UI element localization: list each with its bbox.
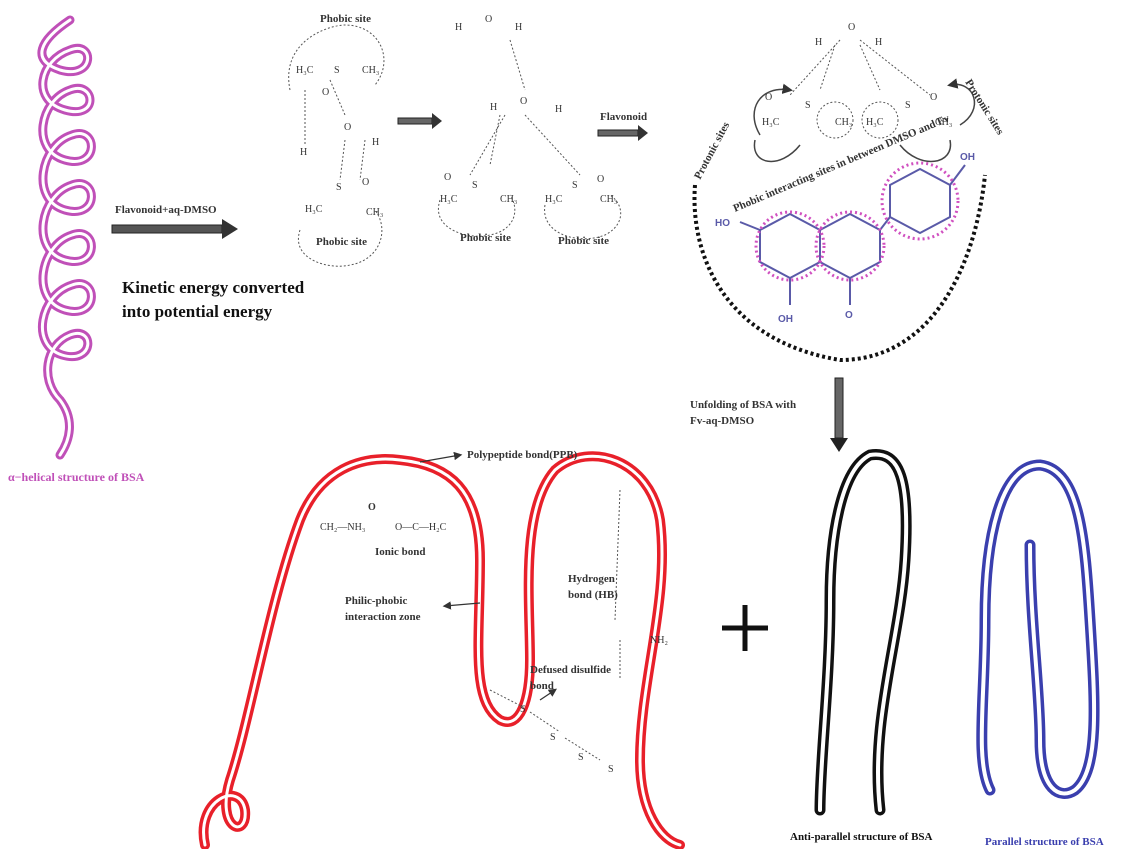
protonic-left: Protonic sites [692, 119, 733, 181]
protonic-right: Protonic sites [962, 77, 1006, 137]
s-5: S [805, 100, 811, 111]
h-3: H [455, 22, 462, 33]
hydrogen-bond-chain [614, 489, 621, 680]
h3c-5: H₃C [762, 117, 780, 128]
defused-line2: bond [530, 680, 554, 692]
dmso-cluster-1 [288, 24, 385, 267]
s-4: S [572, 180, 578, 191]
antiparallel-structure [814, 449, 912, 816]
h-7: H [815, 37, 822, 48]
complex-boundary [692, 174, 987, 363]
ch3-1: CH₃ [362, 65, 379, 76]
h-6: H [555, 104, 562, 115]
s-2: S [336, 182, 342, 193]
defused-arrow [539, 688, 557, 701]
philic-arrow [442, 601, 481, 610]
phobic-site-mid-left: Phobic site [460, 232, 511, 244]
h3c-1: H₃C [296, 65, 314, 76]
arrow-flavonoid [597, 125, 648, 141]
plus-sign [722, 605, 768, 651]
h3c-4: H₃C [545, 194, 563, 205]
antiparallel-caption: Anti-parallel structure of BSA [790, 831, 933, 843]
ppb-label: Polypeptide bond(PPB) [467, 449, 578, 461]
ch3-4: CH₃ [600, 194, 617, 205]
helix-caption: α−helical structure of BSA [8, 470, 145, 484]
arrow1-label: Flavonoid+aq-DMSO [115, 204, 217, 216]
ionic-o-top: O [368, 502, 376, 513]
h-5: H [490, 102, 497, 113]
ss-1: S [520, 704, 526, 715]
o-5: O [520, 96, 527, 107]
o-7: O [597, 174, 604, 185]
h3c-3: H₃C [440, 194, 458, 205]
o-8: O [848, 22, 855, 33]
o-6: O [444, 172, 451, 183]
parallel-structure [976, 459, 1100, 799]
philic-line2: interaction zone [345, 611, 421, 623]
ch3-6: CH₃ [935, 117, 952, 128]
alpha-helix [37, 15, 96, 460]
phobic-site-bottom: Phobic site [316, 236, 367, 248]
ch3-2: CH₃ [366, 207, 383, 218]
o-2: O [344, 122, 351, 133]
ionic-oc: O—C—H₂C [395, 522, 447, 533]
hydrogen-line2: bond (HB) [568, 589, 618, 601]
kinetic-line1: Kinetic energy converted [122, 278, 305, 297]
parallel-caption: Parallel structure of BSA [985, 836, 1104, 848]
defused-line1: Defused disulfide [530, 664, 611, 676]
unfold-line2: Fv-aq-DMSO [690, 415, 755, 427]
h-4: H [515, 22, 522, 33]
h3c-6: H₃C [866, 117, 884, 128]
fv-oh-bottom: OH [778, 314, 793, 325]
ch3-3: CH₃ [500, 194, 517, 205]
h3c-2: H₃C [305, 204, 323, 215]
phobic-site-mid-right: Phobic site [558, 235, 609, 247]
ss-2: S [550, 732, 556, 743]
h-8: H [875, 37, 882, 48]
o-9: O [765, 92, 772, 103]
h-2: H [372, 137, 379, 148]
ionic-ch2nh3: CH₂—NH₃ [320, 522, 365, 533]
arrow-unfolding [830, 377, 848, 452]
ppb-arrow [419, 451, 463, 463]
arrow-stage2 [397, 113, 442, 129]
kinetic-line2: into potential energy [122, 302, 273, 321]
ss-3: S [578, 752, 584, 763]
ionic-bond-label: Ionic bond [375, 546, 425, 558]
s-6: S [905, 100, 911, 111]
o-3: O [362, 177, 369, 188]
fv-o: O [845, 310, 853, 321]
unfold-line1: Unfolding of BSA with [690, 399, 796, 411]
o-10: O [930, 92, 937, 103]
philic-line1: Philic-phobic [345, 595, 407, 607]
dmso-cluster-2 [437, 39, 622, 240]
s-1: S [334, 65, 340, 76]
ch3-5: CH₃ [835, 117, 852, 128]
flavonoid-dotted-rings [754, 161, 960, 282]
hb-nh2: NH₂ [650, 635, 668, 646]
o-4: O [485, 14, 492, 25]
hydrogen-line1: Hydrogen [568, 573, 615, 585]
fv-ho: HO [715, 218, 730, 229]
ss-4: S [608, 764, 614, 775]
phobic-site-top: Phobic site [320, 13, 371, 25]
flavonoid-arrow-label: Flavonoid [600, 111, 647, 123]
s-3: S [472, 180, 478, 191]
h-1: H [300, 147, 307, 158]
disulfide-chain [489, 689, 601, 761]
dmso-cluster-3 [789, 39, 931, 139]
unfolded-bsa-red [198, 451, 685, 849]
fv-oh-top: OH [960, 152, 975, 163]
o-1: O [322, 87, 329, 98]
protonic-arrows [753, 78, 976, 162]
arrow-flavonoid-dmso [111, 219, 238, 239]
